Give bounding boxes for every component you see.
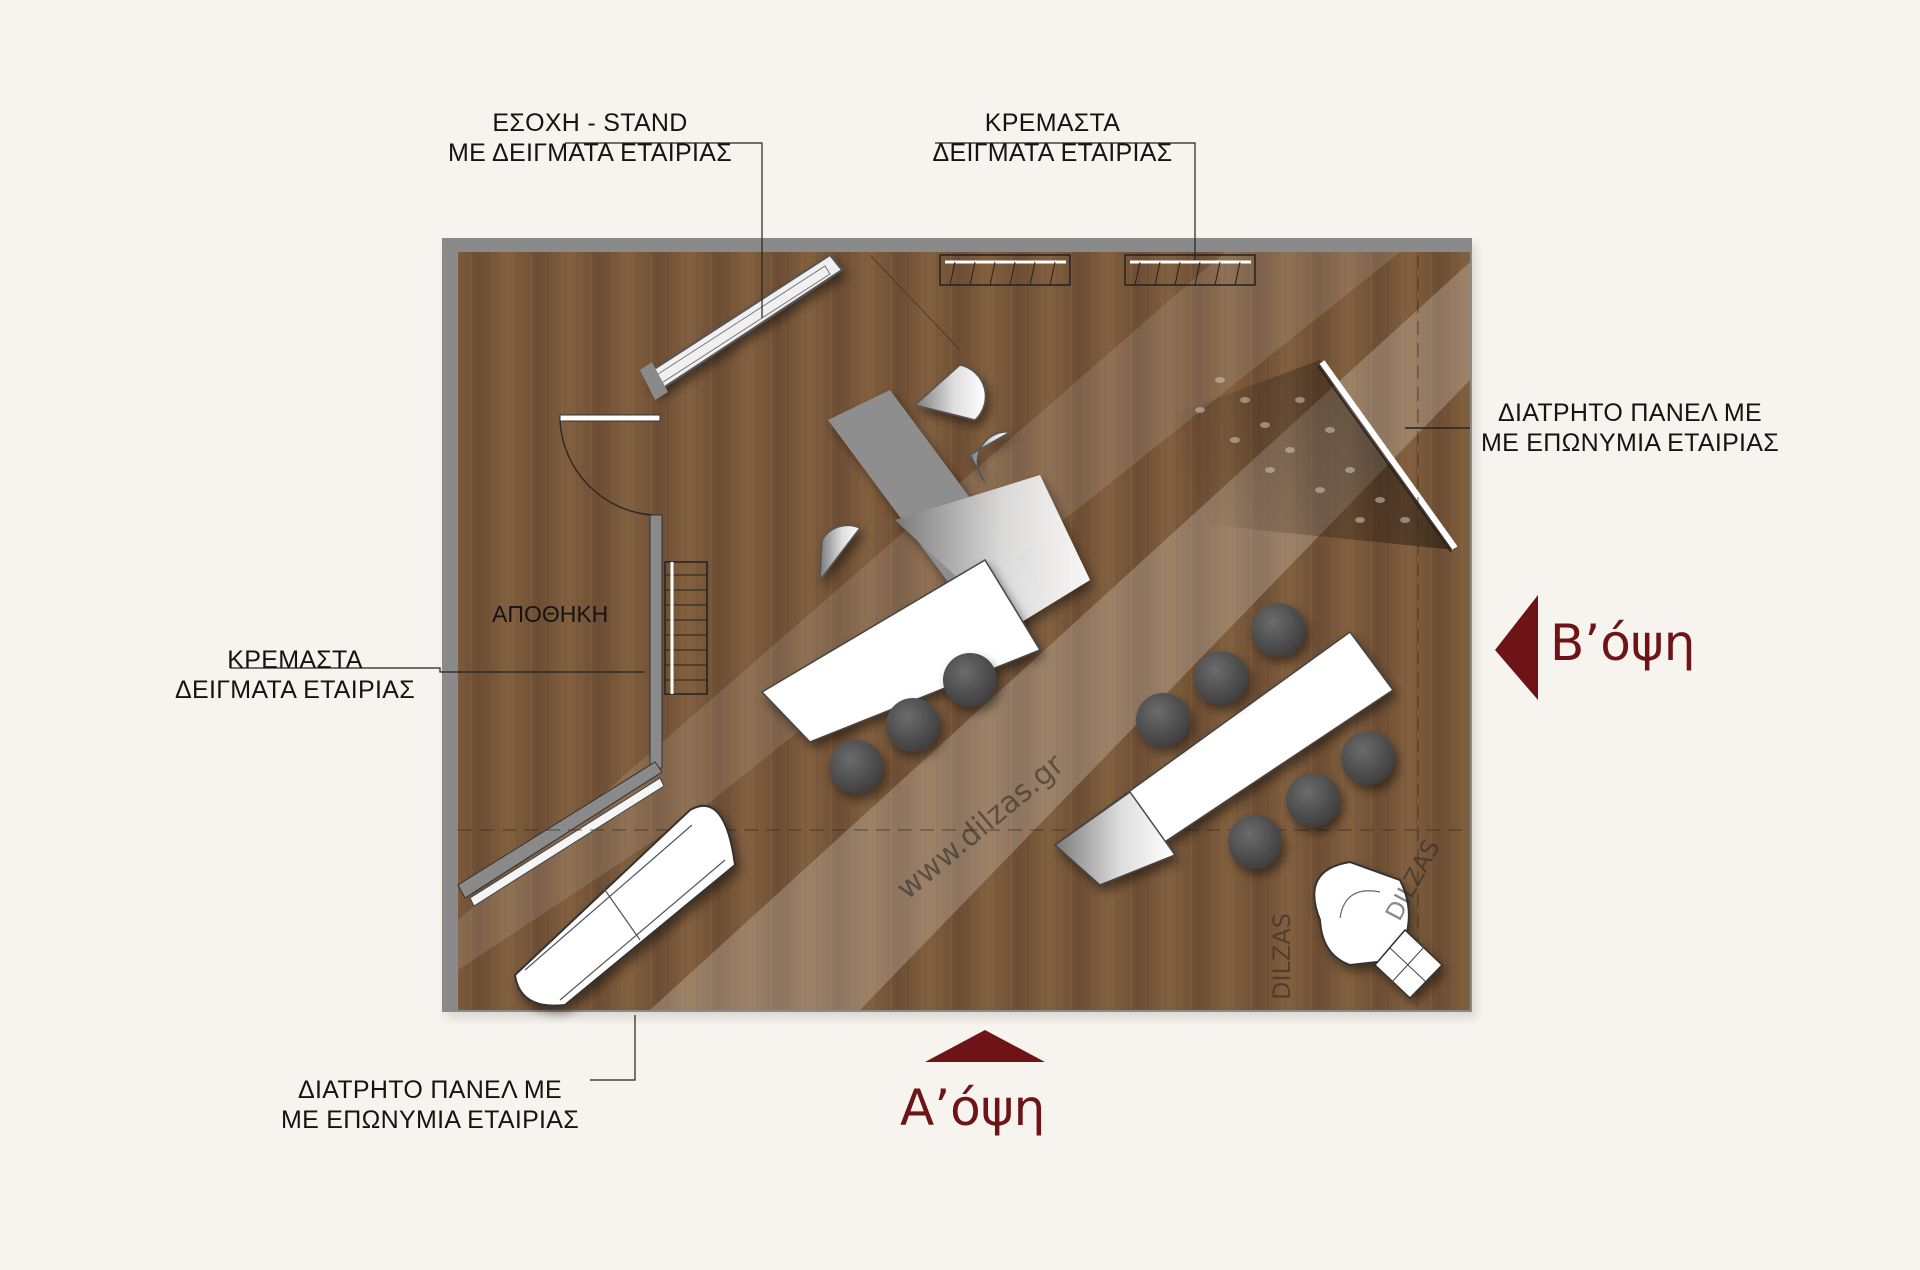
label-hanging-samples-left: ΚΡΕΜΑΣΤΑ ΔΕΙΓΜΑΤΑ ΕΤΑΙΡΙΑΣ — [150, 645, 440, 705]
label-hanging-samples-top-line1: ΚΡΕΜΑΣΤΑ — [984, 109, 1121, 137]
hanging-rack-storage — [664, 561, 708, 695]
hanging-rack-top-1 — [939, 254, 1071, 286]
sofa — [513, 804, 737, 1007]
storage-room-label: ΑΠΟΘΗΚΗ — [492, 601, 609, 627]
label-perforated-panel-right: ΔΙΑΤΡΗΤΟ ΠΑΝΕΛ ΜΕ ΜΕ ΕΠΩΝΥΜΙΑ ΕΤΑΙΡΙΑΣ — [1460, 398, 1800, 458]
label-hanging-samples-left-line2: ΔΕΙΓΜΑΤΑ ΕΤΑΙΡΙΑΣ — [175, 676, 415, 704]
leader-lines — [230, 142, 1470, 1081]
storage-door — [559, 414, 661, 516]
label-perforated-panel-bottom-line2: ΜΕ ΕΠΩΝΥΜΙΑ ΕΤΑΙΡΙΑΣ — [280, 1106, 580, 1134]
label-perforated-panel-right-line2: ΜΕ ΕΠΩΝΥΜΙΑ ΕΤΑΙΡΙΑΣ — [1480, 429, 1780, 457]
label-hanging-samples-top-line2: ΔΕΙΓΜΑΤΑ ΕΤΑΙΡΙΑΣ — [932, 139, 1173, 167]
desk-chair — [819, 364, 1013, 583]
stools-counter-2 — [1136, 603, 1395, 869]
label-recess-stand-line1: ΕΣΟΧΗ - STAND — [492, 109, 688, 137]
label-hanging-samples-top: ΚΡΕΜΑΣΤΑ ΔΕΙΓΜΑΤΑ ΕΤΑΙΡΙΑΣ — [880, 108, 1225, 168]
counter-1 — [760, 558, 1042, 743]
side-table — [1373, 928, 1444, 1000]
counter-2 — [1053, 630, 1395, 886]
view-a-label: Α’όψη — [900, 1079, 1046, 1137]
label-perforated-panel-bottom: ΔΙΑΤΡΗΤΟ ΠΑΝΕΛ ΜΕ ΜΕ ΕΠΩΝΥΜΙΑ ΕΤΑΙΡΙΑΣ — [260, 1075, 600, 1135]
hanging-rack-top-2 — [1124, 254, 1256, 286]
storage-wall — [649, 514, 663, 769]
view-b-marker — [1495, 595, 1538, 700]
label-perforated-panel-bottom-line1: ΔΙΑΤΡΗΤΟ ΠΑΝΕΛ ΜΕ — [298, 1076, 562, 1104]
perforated-panel-bottom — [469, 777, 665, 907]
label-perforated-panel-right-line1: ΔΙΑΤΡΗΤΟ ΠΑΝΕΛ ΜΕ — [1498, 399, 1762, 427]
view-b-label: Β’όψη — [1550, 614, 1696, 672]
view-a-marker — [925, 1030, 1045, 1062]
label-recess-stand-line2: ΜΕ ΔΕΙΓΜΑΤΑ ΕΤΑΙΡΙΑΣ — [448, 139, 732, 167]
label-hanging-samples-left-line1: ΚΡΕΜΑΣΤΑ — [227, 646, 363, 674]
armchair — [1313, 860, 1410, 967]
label-recess-stand: ΕΣΟΧΗ - STAND ΜΕ ΔΕΙΓΜΑΤΑ ΕΤΑΙΡΙΑΣ — [395, 108, 785, 168]
brand-watermark-1: DILZAS — [1268, 912, 1296, 1000]
perforated-panel-right — [1319, 360, 1458, 550]
stools-counter-1 — [829, 653, 997, 794]
